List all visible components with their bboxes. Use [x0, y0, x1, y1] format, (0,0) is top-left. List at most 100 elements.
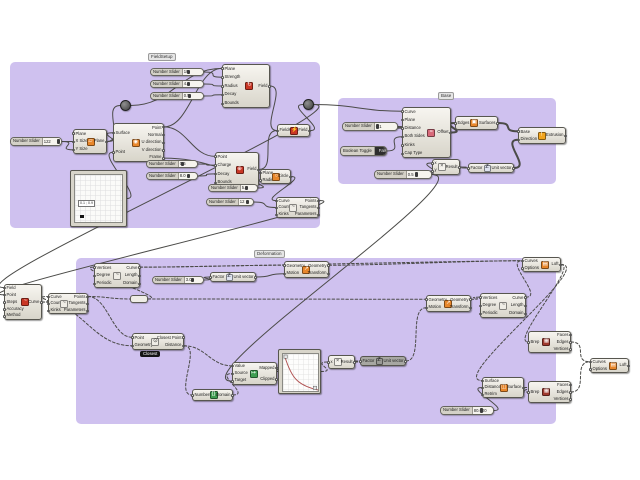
input-port[interactable]	[481, 379, 484, 383]
slider-grip[interactable]	[375, 124, 379, 129]
input-port[interactable]	[467, 167, 470, 170]
output-port[interactable]	[469, 306, 472, 310]
output-port[interactable]	[496, 122, 499, 125]
output-port[interactable]	[275, 378, 278, 381]
input-port[interactable]	[214, 181, 217, 185]
output-port[interactable]	[86, 309, 89, 313]
slider-grip[interactable]	[480, 408, 484, 413]
input-port[interactable]	[589, 368, 592, 371]
output-port[interactable]	[162, 157, 165, 160]
input-port[interactable]	[231, 364, 234, 368]
output-port[interactable]	[458, 166, 461, 169]
input-port[interactable]	[93, 274, 96, 278]
slider-track[interactable]: 4.0	[182, 81, 203, 87]
output-port[interactable]	[522, 386, 525, 390]
input-port[interactable]	[275, 199, 278, 203]
slider-grip[interactable]	[181, 162, 185, 166]
input-port[interactable]	[259, 171, 262, 175]
slider-grip[interactable]	[187, 174, 191, 178]
input-port[interactable]	[479, 312, 482, 316]
output-port[interactable]	[138, 274, 141, 278]
input-port[interactable]	[3, 315, 6, 318]
output-port[interactable]	[257, 168, 260, 172]
slider-track[interactable]: 0.5	[406, 171, 431, 178]
output-port[interactable]	[524, 312, 527, 316]
md-slider[interactable]: 0.1 ; 0.9	[70, 170, 127, 227]
output-port[interactable]	[524, 304, 527, 308]
output-port[interactable]	[162, 133, 165, 137]
input-port[interactable]	[517, 138, 520, 142]
slider-track[interactable]: 0.5	[182, 93, 203, 99]
output-port[interactable]	[162, 141, 165, 145]
input-port[interactable]	[93, 266, 96, 269]
slider-track[interactable]: 12	[238, 199, 253, 205]
input-port[interactable]	[481, 393, 484, 397]
input-port[interactable]	[93, 282, 96, 286]
output-port[interactable]	[469, 298, 472, 301]
input-port[interactable]	[431, 170, 434, 173]
expression-component[interactable]: x×Result	[327, 355, 356, 369]
md-slider-handle[interactable]	[80, 214, 84, 218]
slider-track[interactable]: 80.000	[472, 407, 493, 414]
relay[interactable]	[130, 295, 148, 303]
input-port[interactable]	[72, 132, 75, 135]
input-port[interactable]	[401, 110, 404, 113]
output-port[interactable]	[569, 383, 572, 387]
output-port[interactable]	[404, 360, 407, 363]
output-port[interactable]	[182, 336, 185, 339]
input-port[interactable]	[221, 85, 224, 88]
graph-mapper-curve[interactable]	[283, 356, 318, 390]
input-port[interactable]	[527, 341, 530, 344]
input-port[interactable]	[72, 140, 75, 144]
number-slider[interactable]: Number Slider5.0	[208, 184, 258, 192]
input-port[interactable]	[521, 267, 524, 270]
output-port[interactable]	[254, 276, 257, 279]
input-port[interactable]	[283, 272, 286, 276]
output-port[interactable]	[449, 131, 452, 135]
input-port[interactable]	[221, 67, 224, 70]
input-port[interactable]	[425, 306, 428, 310]
output-port[interactable]	[308, 129, 311, 133]
group-label-g1[interactable]: FieldSetup	[148, 53, 176, 61]
output-port[interactable]	[138, 266, 141, 269]
graph-mapper-handle[interactable]	[283, 354, 288, 359]
output-port[interactable]	[569, 398, 572, 401]
input-port[interactable]	[275, 206, 278, 210]
graph-mapper[interactable]	[278, 349, 321, 394]
slider-grip[interactable]	[191, 278, 195, 282]
number-slider[interactable]: Number Slider80.000	[440, 406, 494, 415]
output-port[interactable]	[569, 391, 572, 394]
md-slider-grid[interactable]: 0.1 ; 0.9	[74, 174, 123, 223]
input-port[interactable]	[431, 162, 434, 165]
slider-grip[interactable]	[414, 172, 418, 177]
input-port[interactable]	[479, 304, 482, 308]
input-port[interactable]	[221, 76, 224, 79]
input-port[interactable]	[231, 380, 234, 383]
graph-mapper-handle[interactable]	[312, 385, 317, 390]
field-param[interactable]	[120, 100, 131, 111]
output-port[interactable]	[317, 213, 320, 217]
output-port[interactable]	[40, 301, 43, 304]
boolean-toggle[interactable]: Boolean ToggleFalse	[340, 146, 387, 156]
slider-track[interactable]: 8.0	[178, 173, 197, 179]
input-port[interactable]	[214, 164, 217, 167]
output-port[interactable]	[289, 175, 292, 179]
input-port[interactable]	[401, 144, 404, 147]
